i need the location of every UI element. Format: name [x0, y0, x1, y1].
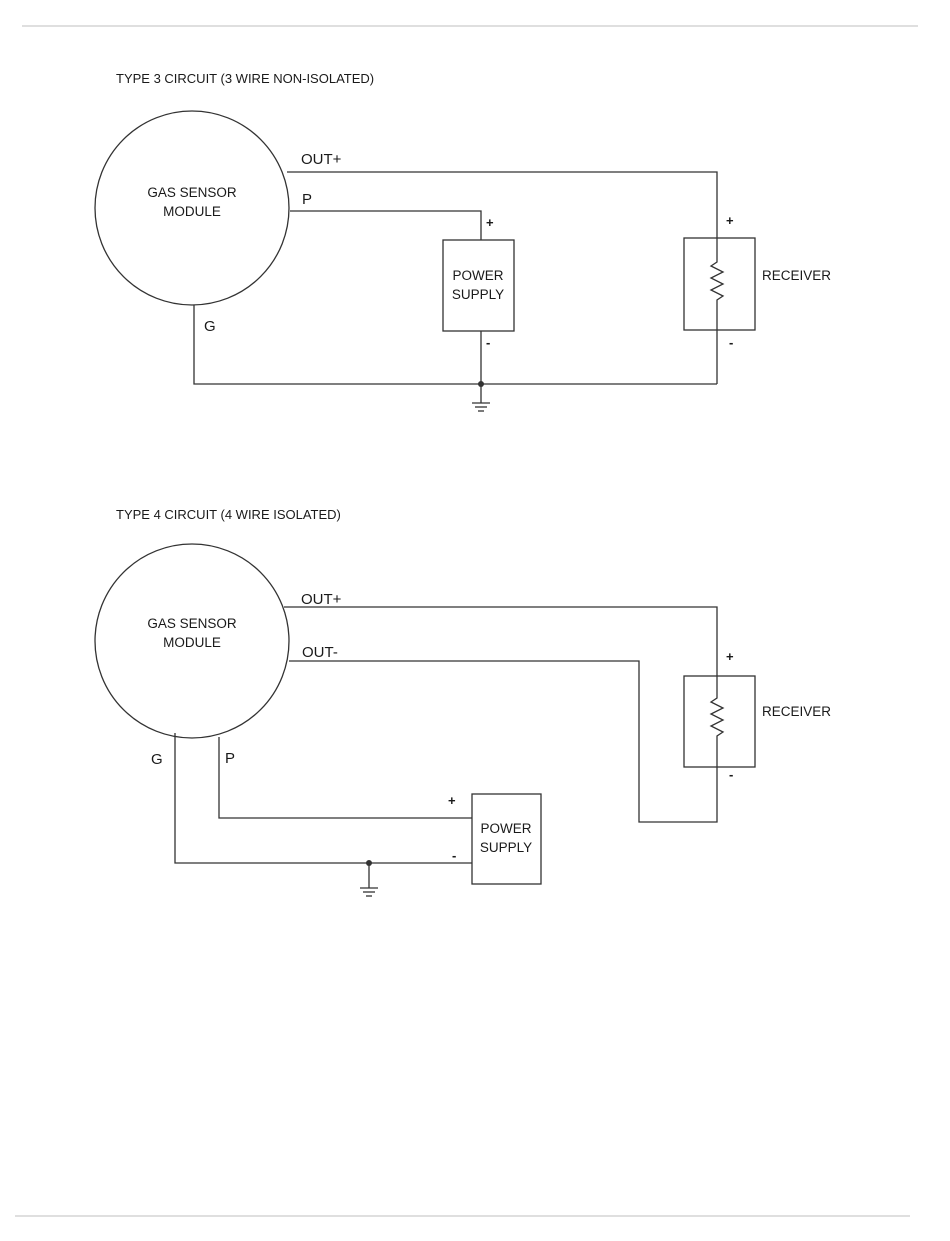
type3-power-supply-label-line1: POWER [452, 268, 503, 283]
type3-rx-minus: - [729, 335, 733, 350]
type4-out-plus-wire [284, 607, 717, 676]
type4-power-supply-label-line1: POWER [480, 821, 531, 836]
type4-ps-minus: - [452, 848, 456, 863]
type4-rx-minus: - [729, 767, 733, 782]
type3-module-label-line2: MODULE [163, 204, 221, 219]
type4-pin-p: P [225, 750, 235, 767]
type4-out-minus-wire [289, 661, 717, 822]
type3-p-wire [290, 211, 481, 240]
type3-out-plus-wire [287, 172, 717, 238]
type4-circuit: TYPE 4 CIRCUIT (4 WIRE ISOLATED) GAS SEN… [95, 507, 831, 896]
type4-receiver-resistor [711, 676, 723, 767]
type4-title: TYPE 4 CIRCUIT (4 WIRE ISOLATED) [116, 507, 341, 522]
type3-receiver-resistor [711, 238, 723, 384]
type4-module-label-line1: GAS SENSOR [147, 616, 237, 631]
type4-power-supply [472, 794, 541, 884]
type3-pin-g: G [204, 318, 216, 335]
type4-ground-icon [360, 888, 378, 896]
type3-circuit: TYPE 3 CIRCUIT (3 WIRE NON-ISOLATED) GAS… [95, 71, 831, 411]
type3-receiver [684, 238, 755, 330]
type4-pin-out-minus: OUT- [302, 644, 338, 661]
type3-power-supply [443, 240, 514, 331]
type3-rx-plus: + [726, 213, 734, 228]
type3-power-supply-label-line2: SUPPLY [452, 287, 504, 302]
type3-junction-dot [478, 381, 484, 387]
type3-ground-icon [472, 403, 490, 411]
type4-ps-plus: + [448, 793, 456, 808]
type3-pin-out-plus: OUT+ [301, 151, 342, 168]
type4-module-label-line2: MODULE [163, 635, 221, 650]
type4-receiver-label: RECEIVER [762, 704, 831, 719]
type3-ps-plus: + [486, 215, 494, 230]
type3-ps-minus: - [486, 335, 490, 350]
type4-pin-out-plus: OUT+ [301, 591, 342, 608]
type4-rx-plus: + [726, 649, 734, 664]
type3-module-label-line1: GAS SENSOR [147, 185, 237, 200]
type3-title: TYPE 3 CIRCUIT (3 WIRE NON-ISOLATED) [116, 71, 374, 86]
type4-power-supply-label-line2: SUPPLY [480, 840, 532, 855]
type4-p-wire [219, 737, 472, 818]
type4-pin-g: G [151, 751, 163, 768]
type3-receiver-label: RECEIVER [762, 268, 831, 283]
type3-pin-p: P [302, 191, 312, 208]
type3-ground-bus [194, 305, 717, 384]
